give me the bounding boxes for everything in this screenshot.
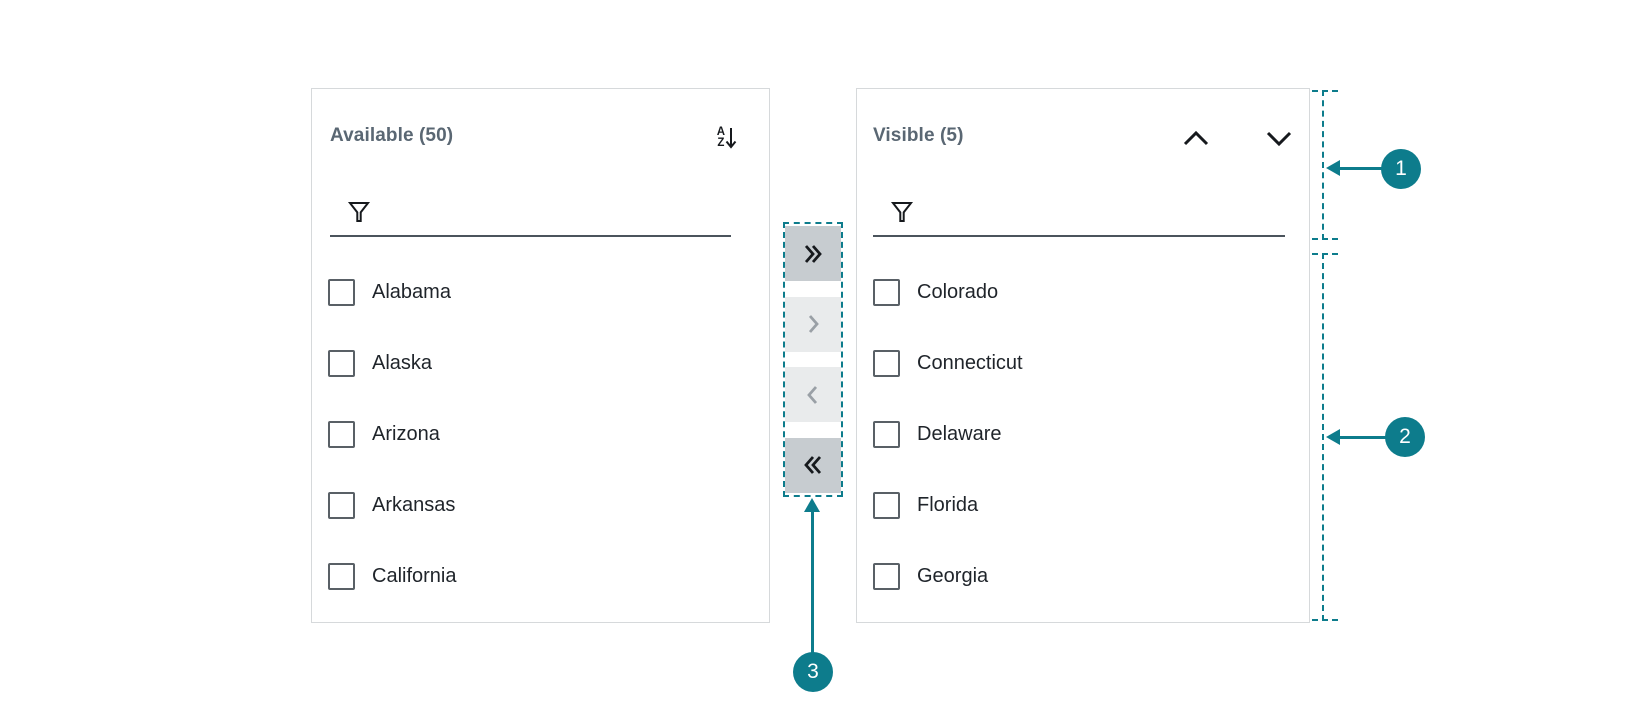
reorder-buttons xyxy=(1179,127,1296,149)
list-item-colorado[interactable]: Colorado xyxy=(873,257,1293,328)
move-right-button[interactable] xyxy=(785,296,841,352)
annotation-arrow-3 xyxy=(811,509,814,655)
checkbox-florida[interactable] xyxy=(873,492,900,519)
checkbox-connecticut[interactable] xyxy=(873,350,900,377)
arrow-down-icon xyxy=(725,128,737,149)
list-item-alabama[interactable]: Alabama xyxy=(328,257,753,328)
checkbox-colorado[interactable] xyxy=(873,279,900,306)
checkbox-georgia[interactable] xyxy=(873,563,900,590)
available-list: Alabama Alaska Arizona Arkansas Californ… xyxy=(328,257,753,612)
move-down-button[interactable] xyxy=(1262,127,1296,149)
checkbox-delaware[interactable] xyxy=(873,421,900,448)
filter-icon xyxy=(347,202,371,222)
chevron-up-icon xyxy=(1183,130,1209,145)
visible-panel: Visible (5) Colorado xyxy=(856,88,1310,623)
list-item-connecticut[interactable]: Connecticut xyxy=(873,328,1293,399)
annotation-region-list xyxy=(1312,253,1338,621)
filter-icon xyxy=(890,202,914,222)
callout-2-badge: 2 xyxy=(1385,417,1425,457)
checkbox-arizona[interactable] xyxy=(328,421,355,448)
annotation-arrow-2 xyxy=(1338,436,1388,439)
annotation-arrowhead-1 xyxy=(1326,160,1340,176)
checkbox-alaska[interactable] xyxy=(328,350,355,377)
list-item-georgia[interactable]: Georgia xyxy=(873,541,1293,612)
available-filter-input[interactable] xyxy=(384,194,731,230)
sort-letter-z: Z xyxy=(717,137,725,149)
list-item-alaska[interactable]: Alaska xyxy=(328,328,753,399)
double-chevron-right-icon xyxy=(804,244,822,263)
move-left-button[interactable] xyxy=(785,367,841,423)
callout-1-badge: 1 xyxy=(1381,149,1421,189)
list-item-delaware[interactable]: Delaware xyxy=(873,399,1293,470)
list-item-california[interactable]: California xyxy=(328,541,753,612)
visible-filter-row xyxy=(873,189,1285,237)
list-item-arkansas[interactable]: Arkansas xyxy=(328,470,753,541)
available-filter-row xyxy=(330,189,731,237)
list-item-arizona[interactable]: Arizona xyxy=(328,399,753,470)
move-up-button[interactable] xyxy=(1179,127,1213,149)
move-all-right-button[interactable] xyxy=(785,226,841,281)
visible-list: Colorado Connecticut Delaware Florida Ge… xyxy=(873,257,1293,612)
chevron-right-icon xyxy=(808,315,819,334)
list-item-florida[interactable]: Florida xyxy=(873,470,1293,541)
visible-filter-input[interactable] xyxy=(927,194,1285,230)
annotation-arrowhead-3 xyxy=(804,498,820,512)
available-panel-title: Available (50) xyxy=(330,125,454,146)
checkbox-alabama[interactable] xyxy=(328,279,355,306)
move-all-left-button[interactable] xyxy=(785,437,841,493)
checkbox-arkansas[interactable] xyxy=(328,492,355,519)
checkbox-california[interactable] xyxy=(328,563,355,590)
transfer-buttons-group xyxy=(783,222,843,497)
chevron-down-icon xyxy=(1266,131,1292,146)
double-chevron-left-icon xyxy=(804,456,822,475)
annotation-region-header xyxy=(1312,90,1338,240)
sort-letter-a: A xyxy=(716,125,725,138)
annotation-arrow-1 xyxy=(1338,167,1384,170)
chevron-left-icon xyxy=(807,385,818,404)
visible-panel-title: Visible (5) xyxy=(873,125,964,146)
available-panel: Available (50) A Z Alabama Alaska xyxy=(311,88,770,623)
annotation-arrowhead-2 xyxy=(1326,429,1340,445)
callout-3-badge: 3 xyxy=(793,652,833,692)
sort-az-icon[interactable]: A Z xyxy=(717,125,737,151)
